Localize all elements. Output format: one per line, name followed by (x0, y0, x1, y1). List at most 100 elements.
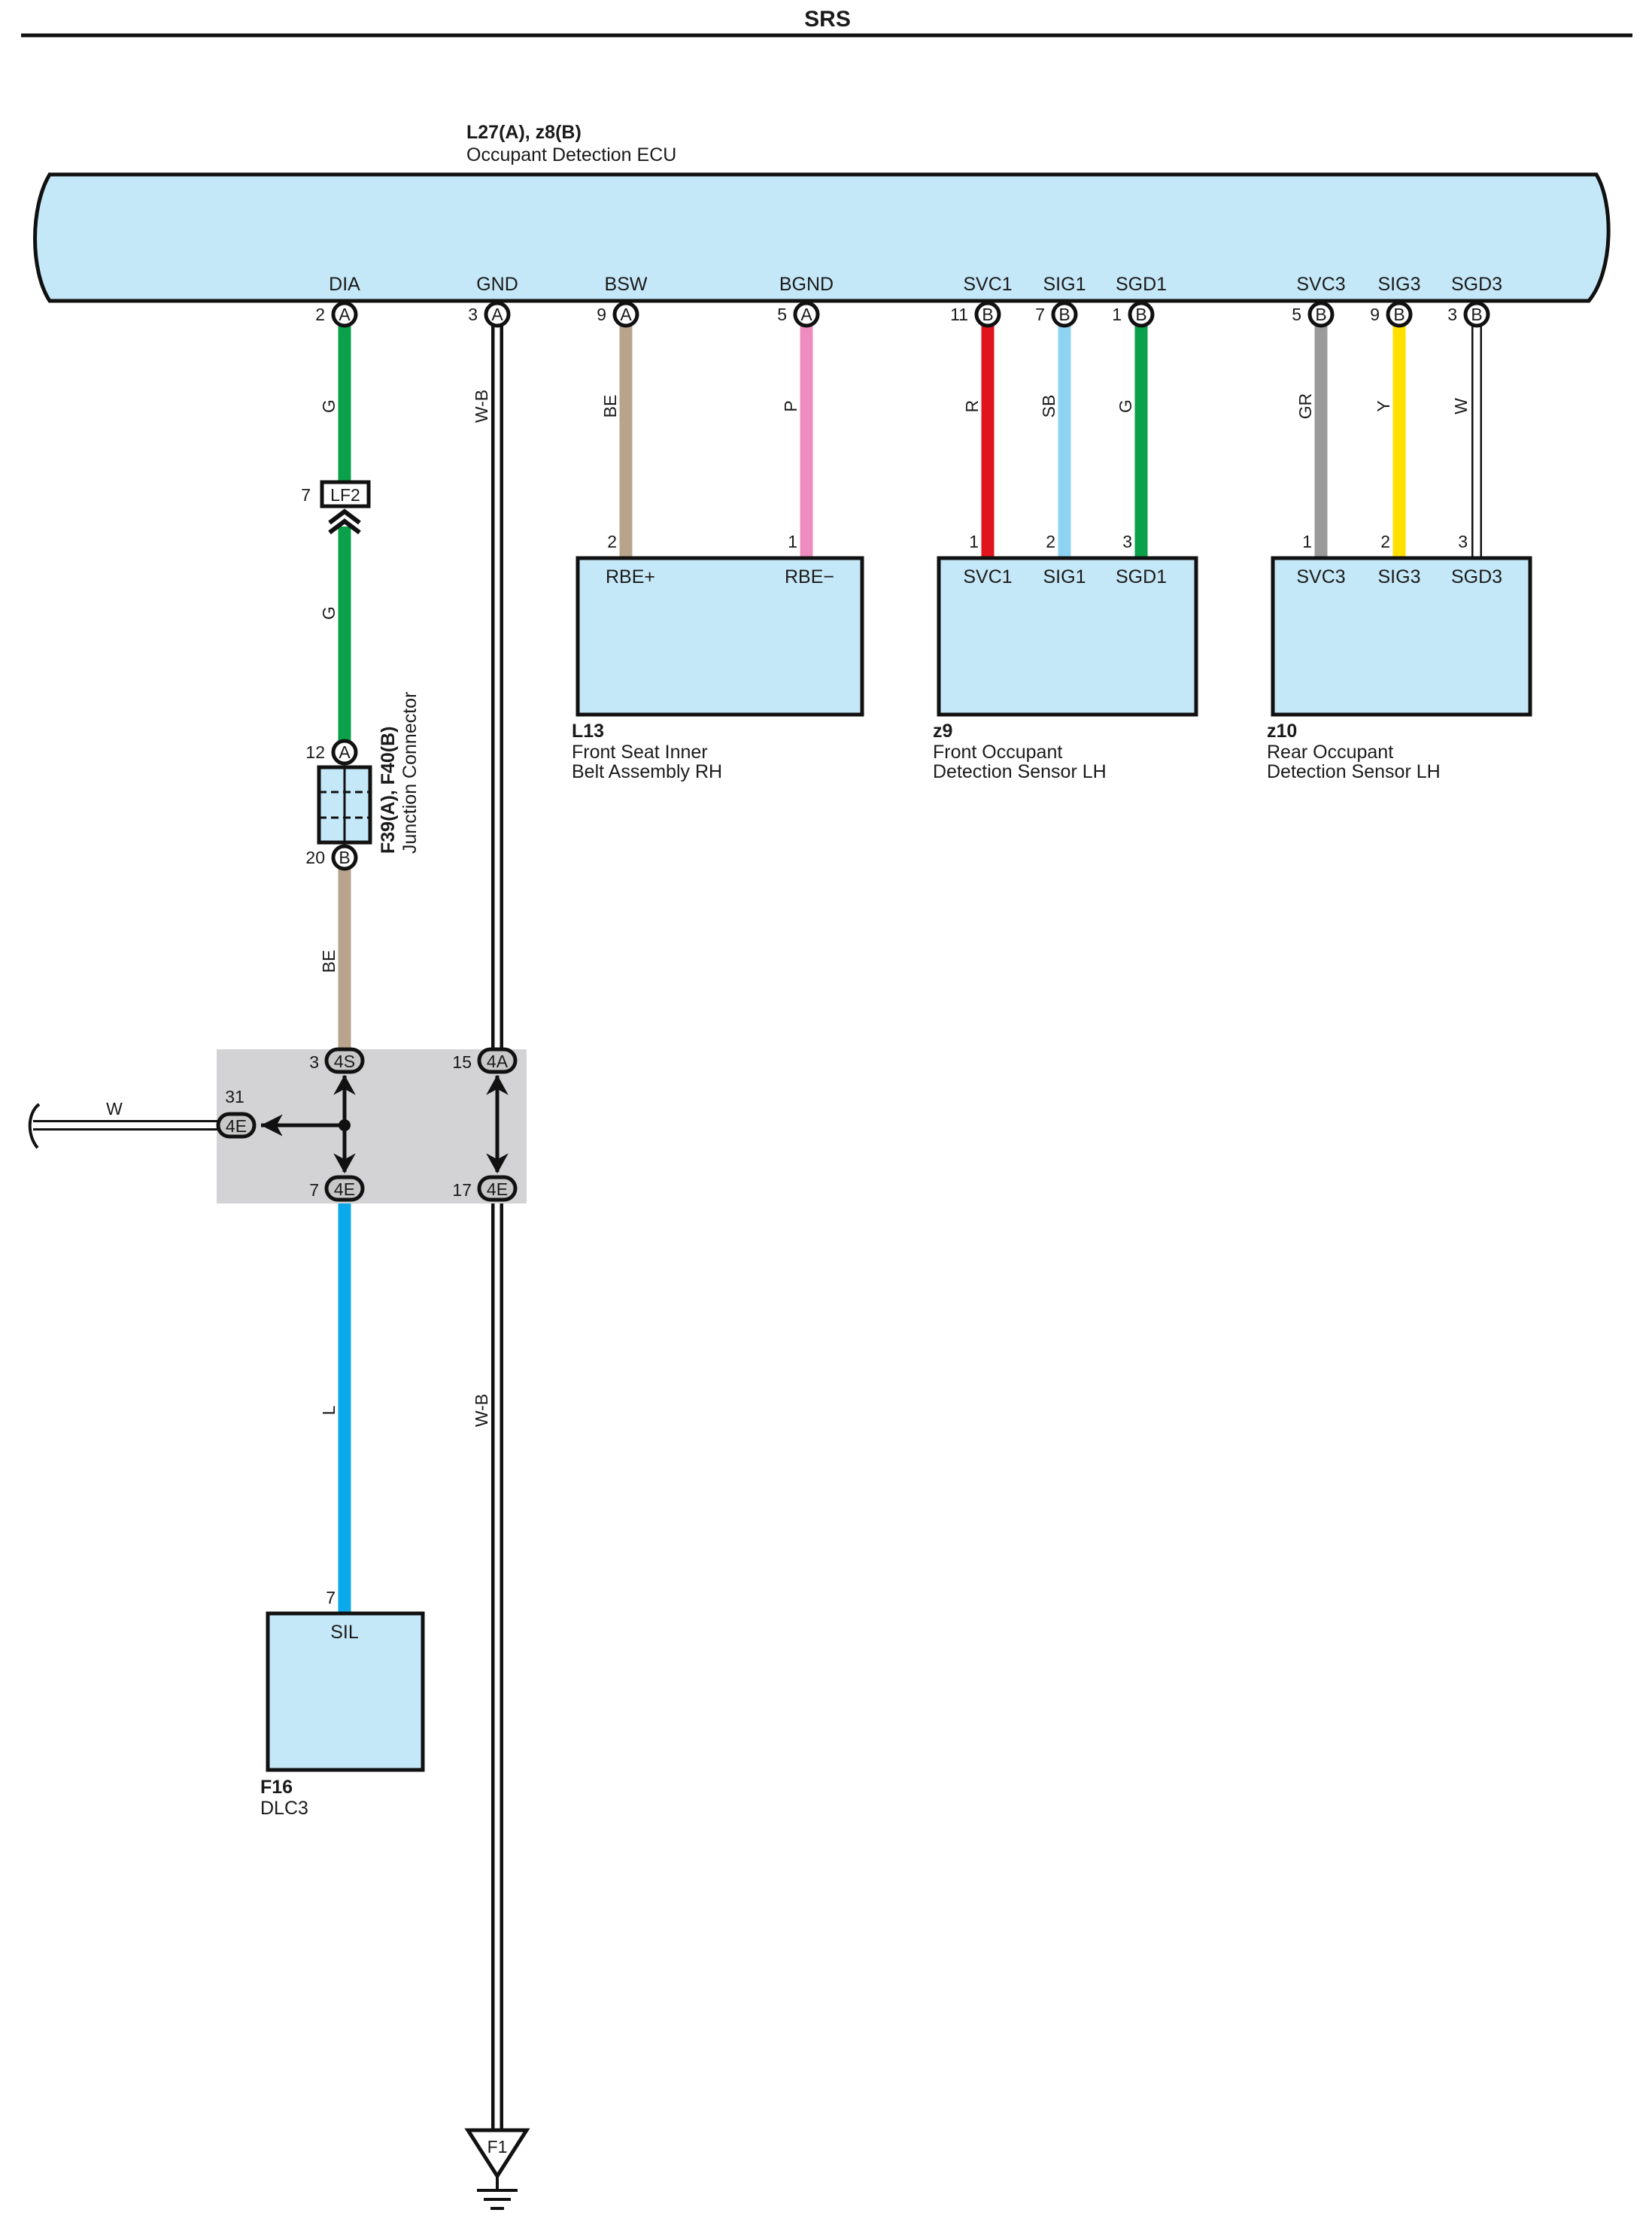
pin-signal: SGD1 (1116, 274, 1167, 295)
pin-conn: B (1135, 305, 1146, 324)
wire-label-bgnd: P (781, 400, 800, 411)
ecu-pin-sig3: SIG3 9 B (1370, 274, 1421, 328)
svg-text:4E: 4E (487, 1179, 508, 1199)
pin-conn: A (800, 305, 812, 324)
f16-code: F16 (260, 1777, 293, 1798)
wire-label-sgd3: W (1451, 398, 1471, 414)
component-z9: 1 2 3 SVC1 SIG1 SGD1 z9 Front Occupant D… (933, 532, 1198, 782)
pin-conn: B (1058, 305, 1070, 324)
ecu-pin-svc3: SVC3 5 B (1292, 274, 1346, 328)
pin-conn: B (982, 305, 993, 324)
ecu-code: L27(A), z8(B) (466, 122, 582, 143)
jb-pin-4e-31: 31 4E (216, 1087, 257, 1139)
z9-term-3: SGD1 (1116, 566, 1167, 587)
svg-text:15: 15 (452, 1052, 472, 1072)
wire-label-sil: L (319, 1405, 339, 1415)
wire-label-svc3: GR (1295, 393, 1315, 420)
wire-label-sgd1: G (1116, 399, 1135, 413)
pin-conn: A (620, 305, 632, 324)
jc-conn-bottom: B (339, 848, 350, 867)
jb-pin-4s: 3 4S (309, 1047, 365, 1074)
ecu-pin-dia: DIA 2 A (315, 274, 360, 328)
l13-term-2: RBE− (785, 566, 834, 587)
wire-label-sig1: SB (1039, 395, 1058, 418)
lf2-connector: 7 LF2 (301, 480, 371, 535)
pin-number: 2 (315, 305, 325, 324)
junction-block: W 3 4S 15 4A 31 4E 7 4E (28, 1047, 527, 1204)
pin-number: 3 (468, 305, 478, 324)
l13-name-2: Belt Assembly RH (572, 761, 722, 782)
wire-label-bsw: BE (600, 395, 620, 418)
svg-text:31: 31 (225, 1087, 244, 1106)
z10-term-3: SGD3 (1451, 566, 1502, 587)
wire-label-sig3: Y (1374, 400, 1393, 411)
z10-code: z10 (1267, 721, 1297, 742)
lf2-label: LF2 (330, 485, 360, 505)
wire-w-break (28, 1103, 41, 1149)
ecu-pin-bsw: BSW 9 A (597, 274, 648, 328)
pin-signal: SIG3 (1378, 274, 1421, 295)
jc-name: Junction Connector (399, 692, 421, 854)
l13-term-1: RBE+ (606, 566, 655, 587)
pin-number: 5 (777, 305, 787, 324)
pin-signal: BGND (779, 274, 834, 295)
l13-code: L13 (572, 721, 604, 742)
svg-text:3: 3 (309, 1052, 319, 1072)
ecu-pin-svc1: SVC1 11 B (950, 274, 1013, 328)
pin-number: 9 (1370, 305, 1380, 324)
pin-conn: B (1471, 305, 1482, 324)
ecu-name: Occupant Detection ECU (466, 144, 676, 165)
component-z10: 1 2 3 SVC3 SIG3 SGD3 z10 Rear Occupant D… (1267, 532, 1532, 782)
svg-text:4A: 4A (487, 1052, 509, 1071)
z10-pin-1: 1 (1302, 532, 1312, 551)
page-title: SRS (804, 7, 851, 32)
pin-conn: B (1393, 305, 1405, 324)
pin-signal: SVC3 (1296, 274, 1345, 295)
pin-signal: DIA (329, 274, 360, 295)
l13-name-1: Front Seat Inner (572, 742, 708, 763)
wire-label-dia: G (319, 399, 339, 413)
pin-signal: SGD3 (1451, 274, 1502, 295)
wire-label-dia-lower: BE (319, 950, 339, 973)
z10-pin-3: 3 (1458, 532, 1468, 551)
pin-signal: SIG1 (1043, 274, 1086, 295)
jc-pin-top: 12 (305, 742, 325, 762)
wire-label-gnd-lower: W-B (472, 1394, 491, 1427)
wire-label-dia-middle: G (319, 606, 339, 620)
pin-number: 9 (597, 305, 606, 324)
pin-number: 7 (1035, 305, 1045, 324)
pin-number: 11 (950, 305, 968, 324)
z9-term-2: SIG1 (1043, 566, 1086, 587)
z9-name-1: Front Occupant (933, 742, 1062, 763)
jc-conn-top: A (339, 742, 351, 762)
pin-signal: BSW (605, 274, 648, 295)
z9-name-2: Detection Sensor LH (933, 761, 1107, 782)
junction-connector: 12 A 20 B F39(A), F40(B) Junction Connec… (305, 692, 421, 871)
svg-text:4E: 4E (334, 1179, 355, 1199)
z9-pin-1: 1 (969, 532, 979, 551)
svg-text:17: 17 (452, 1180, 472, 1200)
l13-pin-2: 1 (788, 532, 797, 551)
z9-term-1: SVC1 (963, 566, 1012, 587)
ecu-pin-sig1: SIG1 7 B (1035, 274, 1086, 328)
f16-term: SIL (330, 1622, 359, 1643)
pin-number: 3 (1447, 305, 1457, 324)
wire-label-w: W (106, 1099, 123, 1119)
l13-pin-1: 2 (607, 532, 617, 551)
lf2-pin: 7 (301, 485, 311, 505)
pin-signal: GND (476, 274, 518, 295)
pin-number: 1 (1112, 305, 1122, 324)
ground-label: F1 (487, 2137, 508, 2157)
z10-term-1: SVC3 (1296, 566, 1345, 587)
pin-conn: A (491, 305, 503, 324)
z10-name-1: Rear Occupant (1267, 742, 1393, 763)
ecu-pin-sgd1: SGD1 1 B (1112, 274, 1167, 328)
wire-label-svc1: R (962, 400, 982, 413)
f16-name: DLC3 (260, 1798, 308, 1819)
ecu-pin-bgnd: BGND 5 A (777, 274, 834, 328)
pin-signal: SVC1 (963, 274, 1012, 295)
ground-f1: F1 (464, 2128, 530, 2210)
z10-term-2: SIG3 (1378, 566, 1421, 587)
z9-pin-3: 3 (1122, 532, 1132, 551)
